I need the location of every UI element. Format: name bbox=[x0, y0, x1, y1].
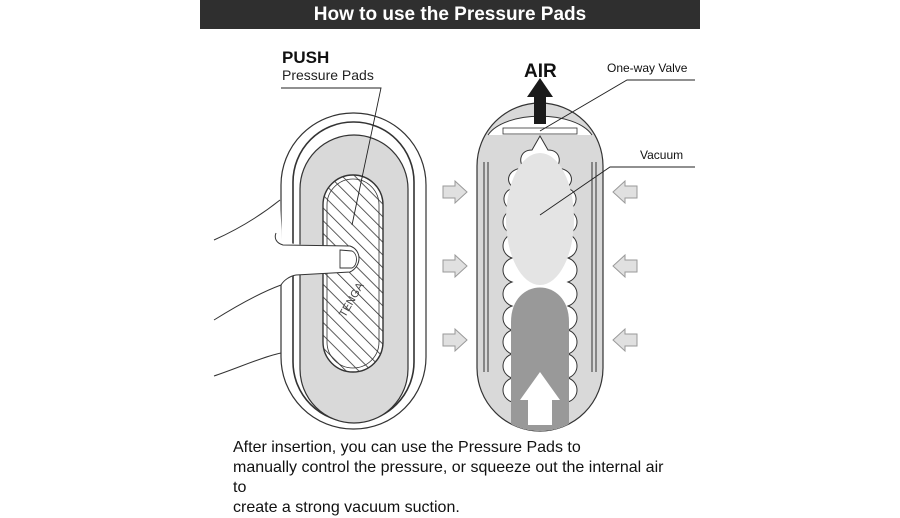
arrow-right-icon bbox=[442, 179, 468, 205]
hand-outline bbox=[214, 200, 359, 318]
thumbnail bbox=[339, 249, 357, 269]
insertion-arrow bbox=[520, 372, 560, 425]
title-banner: How to use the Pressure Pads bbox=[200, 0, 700, 29]
arrow-right-icon bbox=[442, 253, 468, 279]
vacuum-leader-line bbox=[539, 166, 695, 216]
arrow-left-icon bbox=[612, 327, 638, 353]
vacuum-region bbox=[506, 153, 574, 285]
air-label: AIR bbox=[524, 61, 557, 82]
air-arrow bbox=[527, 78, 553, 124]
squeeze-arrows bbox=[442, 179, 638, 353]
caption-line: After insertion, you can use the Pressur… bbox=[233, 439, 581, 456]
valve-leader-line bbox=[539, 79, 695, 132]
device-front-view: TENGA bbox=[280, 87, 427, 430]
push-label: PUSH bbox=[282, 48, 330, 67]
arrow-left-icon bbox=[612, 253, 638, 279]
caption-line: create a strong vacuum suction. bbox=[233, 499, 460, 516]
pressure-pads-label: Pressure Pads bbox=[282, 67, 374, 83]
device-cross-section bbox=[476, 78, 695, 432]
vacuum-label: Vacuum bbox=[640, 148, 684, 162]
arrow-left-icon bbox=[612, 179, 638, 205]
diagram-canvas: TENGA bbox=[213, 78, 695, 432]
pads-leader-line bbox=[281, 87, 382, 226]
instruction-caption: After insertion, you can use the Pressur… bbox=[233, 438, 673, 518]
hand-illustration bbox=[213, 199, 360, 377]
inserted-object bbox=[511, 287, 569, 431]
arrow-right-icon bbox=[442, 327, 468, 353]
caption-line: manually control the pressure, or squeez… bbox=[233, 459, 664, 496]
one-way-valve-label: One-way Valve bbox=[607, 61, 688, 75]
